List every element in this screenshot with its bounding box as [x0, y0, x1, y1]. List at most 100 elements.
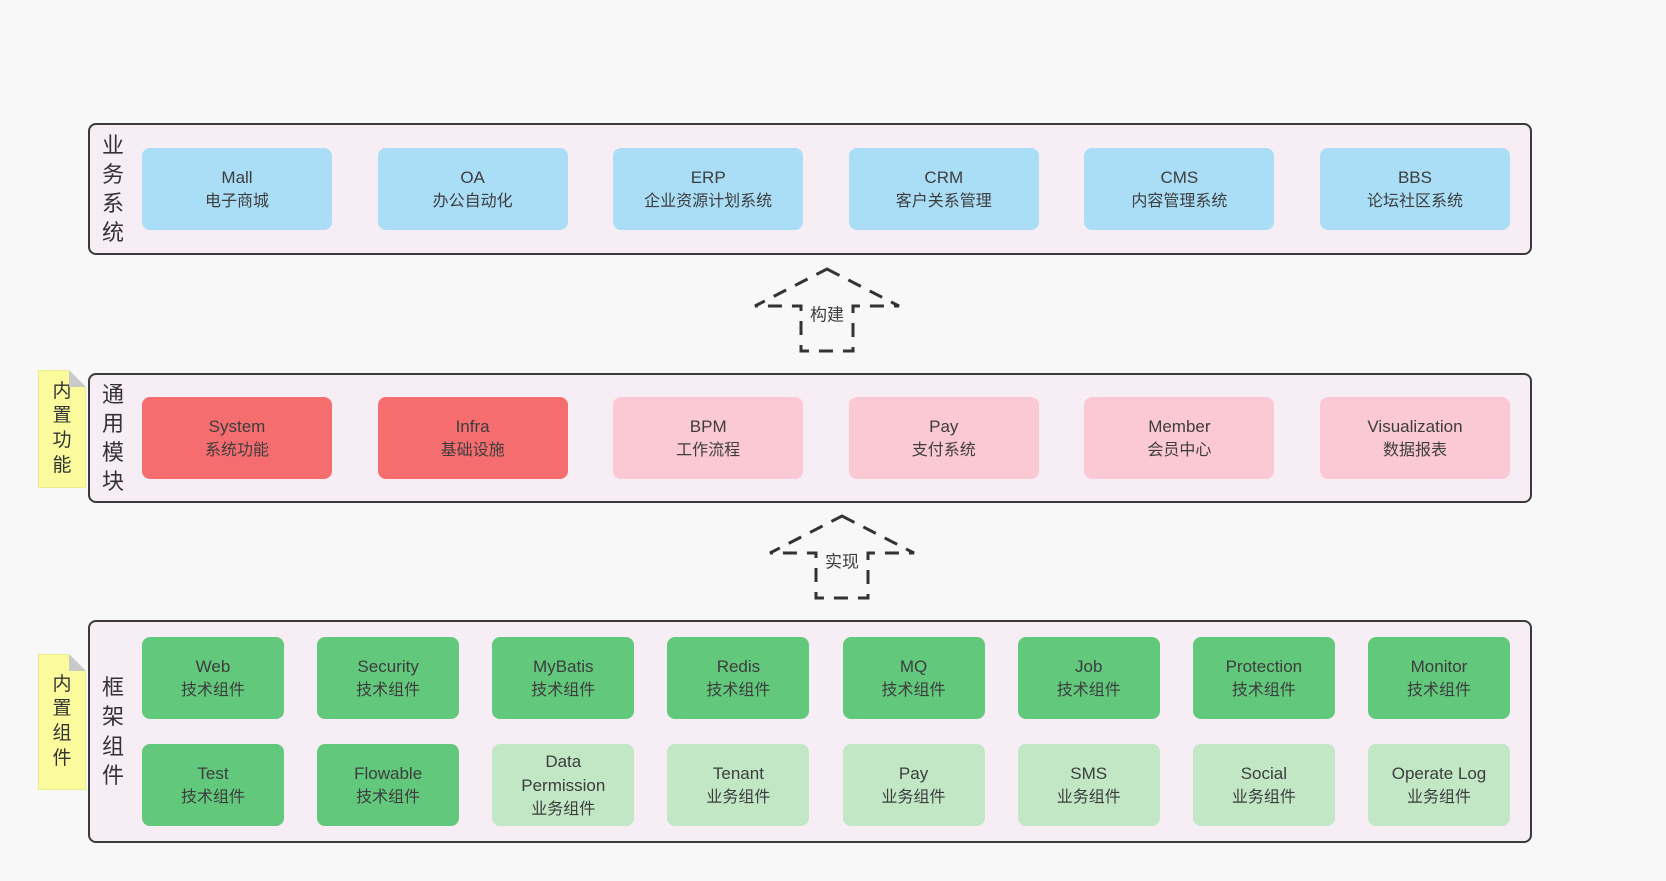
band-label-text: 框架组件	[101, 675, 124, 788]
box-subtitle: 客户关系管理	[895, 192, 992, 210]
box-subtitle: 技术组件	[356, 788, 421, 806]
sticky-note-builtin-features: 内置功能	[38, 370, 86, 488]
box-subtitle: 业务组件	[706, 788, 771, 806]
box-title: Infra	[455, 416, 490, 436]
box-erp: ERP 企业资源计划系统	[613, 148, 804, 230]
box-subtitle: 技术组件	[706, 681, 771, 699]
box-system: System 系统功能	[142, 397, 332, 479]
box-subtitle: 技术组件	[1056, 681, 1121, 699]
band-content: Web 技术组件 Security 技术组件 MyBatis 技术组件 Redi…	[136, 622, 1530, 841]
box-tenant: Tenant 业务组件	[667, 744, 810, 826]
band-label-framework-components: 框架组件	[90, 622, 136, 841]
band-framework-components: 框架组件 Web 技术组件 Security 技术组件 MyBatis 技术组件…	[88, 620, 1532, 843]
box-subtitle: 技术组件	[1406, 681, 1471, 699]
box-infra: Infra 基础设施	[377, 397, 568, 479]
band-content: System 系统功能 Infra 基础设施 BPM 工作流程 Pay 支付系统…	[136, 375, 1530, 501]
box-title: OA	[460, 167, 485, 187]
box-title: Data Permission	[521, 751, 606, 796]
box-subtitle: 电子商城	[204, 192, 269, 210]
box-title: Web	[195, 656, 231, 676]
box-operate-log: Operate Log 业务组件	[1367, 744, 1510, 826]
box-bpm: BPM 工作流程	[613, 397, 804, 479]
band-label-text: 通用模块	[101, 381, 124, 495]
band-business-systems: 业务系统 Mall 电子商城 OA 办公自动化 ERP 企业资源计划系统 CRM	[88, 123, 1532, 255]
box-title: MyBatis	[533, 656, 594, 676]
band-content: Mall 电子商城 OA 办公自动化 ERP 企业资源计划系统 CRM 客户关系…	[136, 125, 1530, 253]
box-title: Redis	[716, 656, 761, 676]
box-mybatis: MyBatis 技术组件	[492, 637, 635, 719]
box-row: Test 技术组件 Flowable 技术组件 Data Permission …	[142, 744, 1510, 826]
box-title: Monitor	[1410, 656, 1468, 676]
box-subtitle: 业务组件	[881, 788, 946, 806]
box-title: SMS	[1070, 763, 1108, 783]
box-title: Pay	[929, 416, 959, 436]
box-pay-component: Pay 业务组件	[842, 744, 985, 826]
box-title: Security	[357, 656, 419, 676]
box-protection: Protection 技术组件	[1192, 637, 1335, 719]
box-flowable: Flowable 技术组件	[317, 744, 460, 826]
box-row: Web 技术组件 Security 技术组件 MyBatis 技术组件 Redi…	[142, 637, 1510, 719]
box-title: MQ	[899, 656, 928, 676]
box-subtitle: 会员中心	[1147, 441, 1212, 459]
box-title: BPM	[689, 416, 727, 436]
band-common-modules: 通用模块 System 系统功能 Infra 基础设施 BPM 工作流程 Pay	[88, 373, 1532, 503]
box-bbs: BBS 论坛社区系统	[1319, 148, 1510, 230]
box-monitor: Monitor 技术组件	[1367, 637, 1510, 719]
box-sms: SMS 业务组件	[1017, 744, 1160, 826]
box-redis: Redis 技术组件	[667, 637, 810, 719]
box-title: Mall	[221, 167, 253, 187]
box-title: ERP	[690, 167, 726, 187]
box-cms: CMS 内容管理系统	[1084, 148, 1275, 230]
box-subtitle: 技术组件	[180, 788, 245, 806]
box-subtitle: 技术组件	[1231, 681, 1296, 699]
box-row: Mall 电子商城 OA 办公自动化 ERP 企业资源计划系统 CRM 客户关系…	[142, 148, 1510, 230]
box-title: Member	[1148, 416, 1211, 436]
box-social: Social 业务组件	[1192, 744, 1335, 826]
box-visualization: Visualization 数据报表	[1319, 397, 1510, 479]
box-title: CMS	[1160, 167, 1199, 187]
box-row: System 系统功能 Infra 基础设施 BPM 工作流程 Pay 支付系统…	[142, 397, 1510, 479]
box-subtitle: 业务组件	[1056, 788, 1121, 806]
arrow-label-implement: 实现	[820, 546, 864, 574]
box-title: Operate Log	[1391, 763, 1487, 783]
box-test: Test 技术组件	[142, 744, 284, 826]
box-subtitle: 企业资源计划系统	[644, 192, 773, 210]
box-web: Web 技术组件	[142, 637, 284, 719]
box-title: BBS	[1397, 167, 1432, 187]
sticky-note-builtin-components: 内置组件	[38, 654, 86, 790]
box-title: Job	[1074, 656, 1103, 676]
box-title: System	[208, 416, 266, 436]
band-label-business-systems: 业务系统	[90, 125, 136, 253]
box-subtitle: 业务组件	[531, 800, 596, 818]
box-title: Protection	[1225, 656, 1303, 676]
sticky-note-label: 内置组件	[52, 673, 72, 769]
box-subtitle: 工作流程	[676, 441, 741, 459]
box-oa: OA 办公自动化	[377, 148, 568, 230]
box-subtitle: 基础设施	[440, 441, 505, 459]
box-subtitle: 论坛社区系统	[1366, 192, 1463, 210]
box-subtitle: 办公自动化	[432, 192, 513, 210]
dashed-up-arrow-icon	[754, 267, 900, 353]
box-data-permission: Data Permission 业务组件	[492, 744, 635, 826]
box-crm: CRM 客户关系管理	[848, 148, 1039, 230]
box-subtitle: 技术组件	[356, 681, 421, 699]
arrow-build: 构建	[752, 266, 902, 354]
box-subtitle: 技术组件	[881, 681, 946, 699]
box-title: Pay	[898, 763, 929, 783]
box-subtitle: 数据报表	[1382, 441, 1447, 459]
box-pay: Pay 支付系统	[848, 397, 1039, 479]
box-title: Tenant	[712, 763, 764, 783]
arrow-implement: 实现	[767, 513, 917, 601]
folded-corner-icon	[69, 654, 86, 671]
box-title: Flowable	[354, 763, 423, 783]
box-subtitle: 内容管理系统	[1131, 192, 1228, 210]
box-title: CRM	[924, 167, 964, 187]
box-mall: Mall 电子商城	[142, 148, 332, 230]
box-title: Test	[197, 763, 229, 783]
folded-corner-icon	[69, 370, 86, 387]
box-title: Social	[1240, 763, 1287, 783]
box-mq: MQ 技术组件	[842, 637, 985, 719]
band-label-common-modules: 通用模块	[90, 375, 136, 501]
box-subtitle: 技术组件	[531, 681, 596, 699]
box-subtitle: 业务组件	[1406, 788, 1471, 806]
